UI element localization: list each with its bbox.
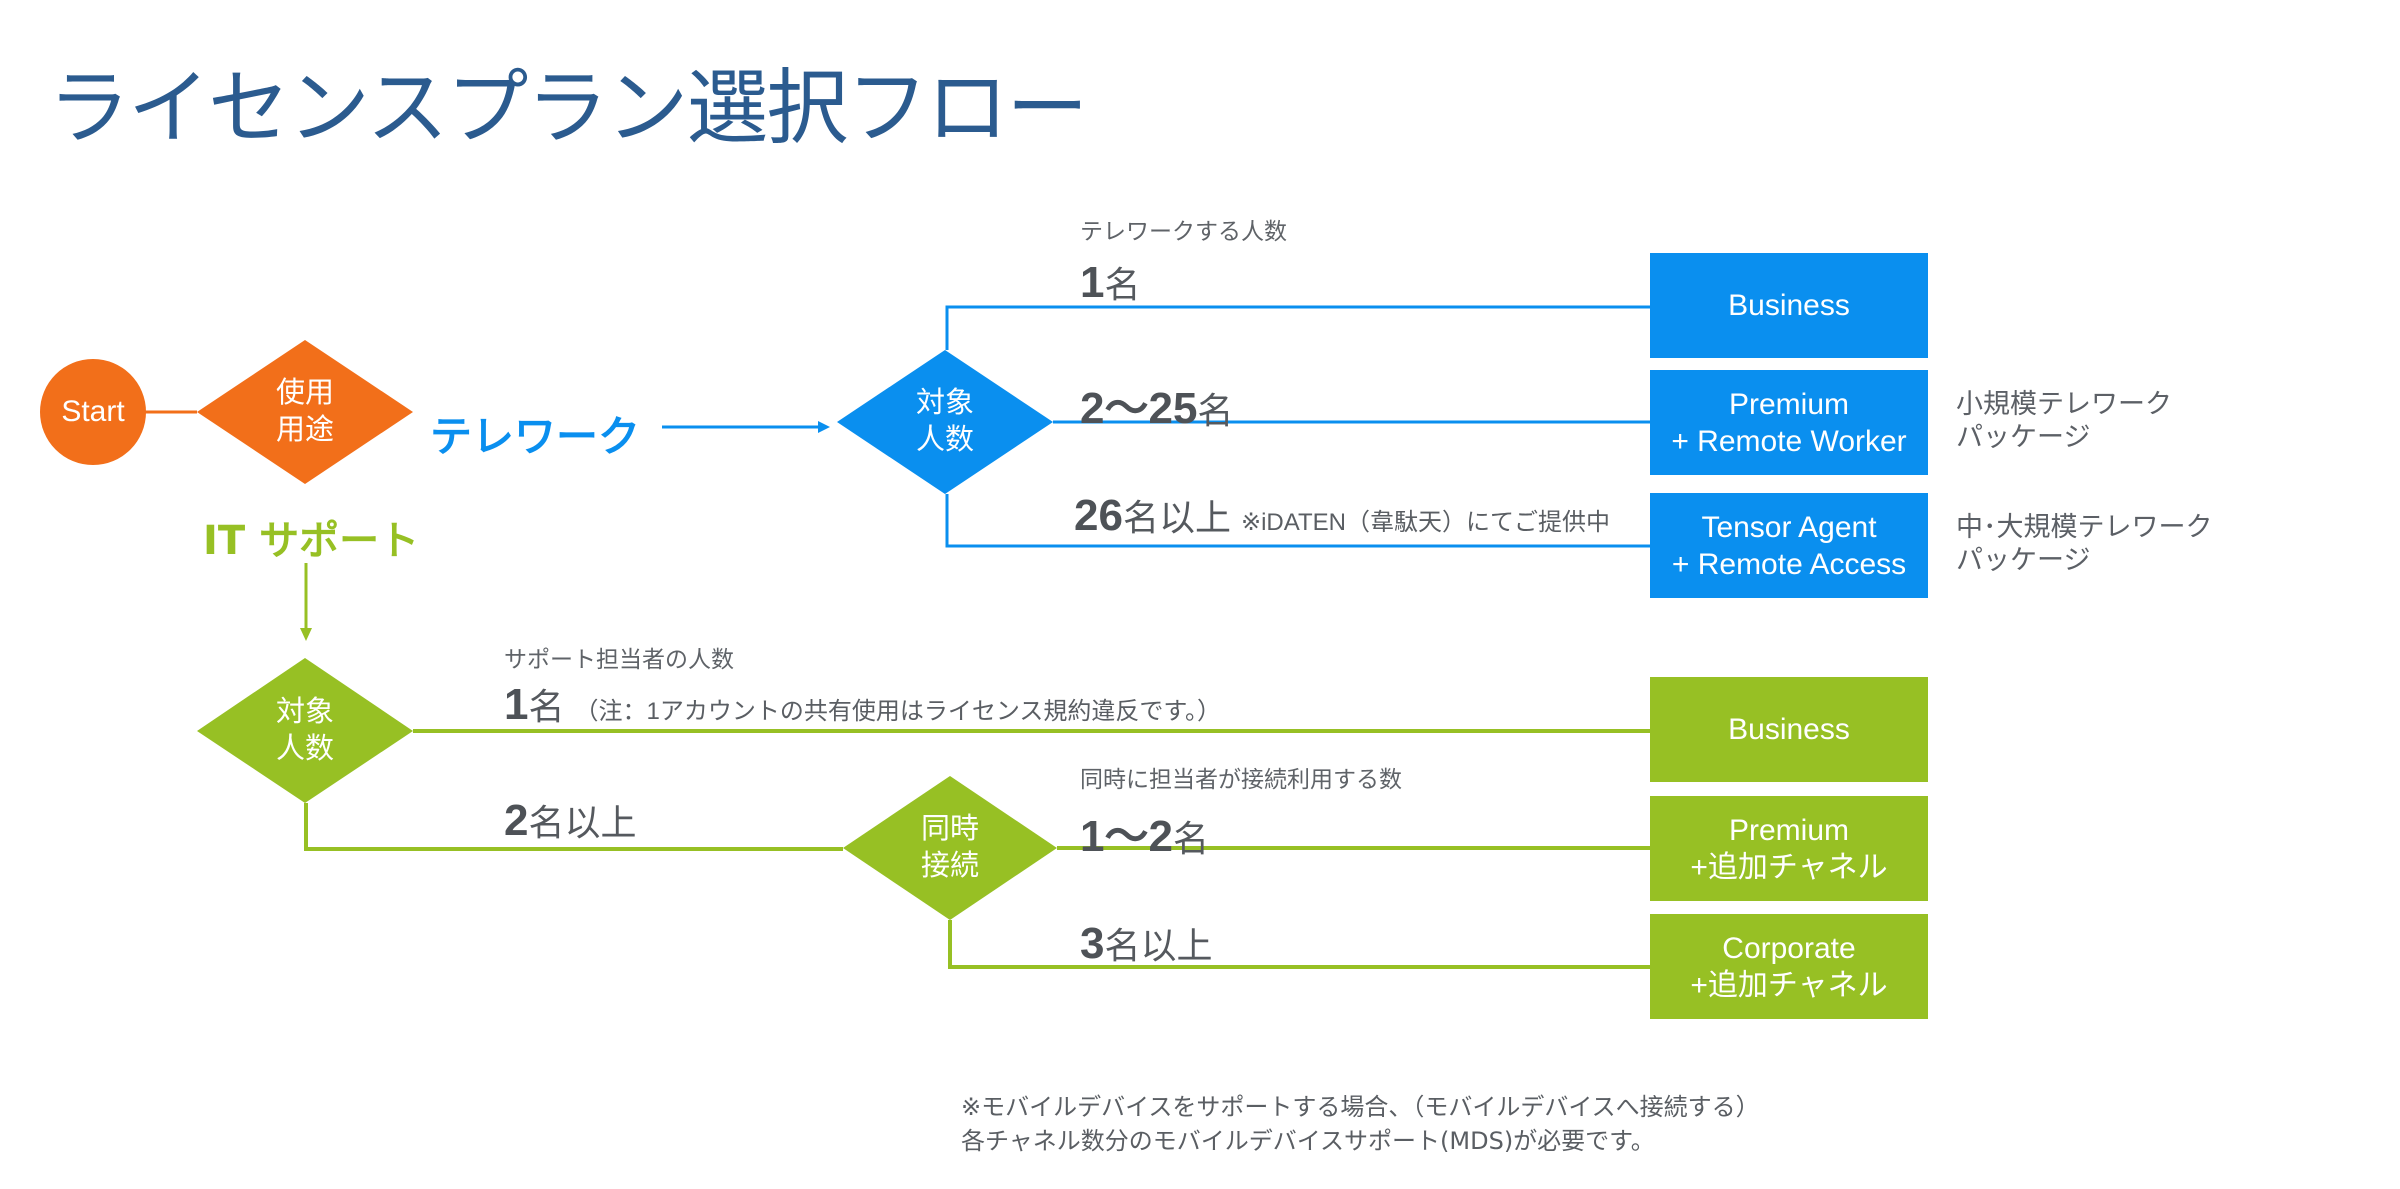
branch-number: 26 [1074,491,1123,540]
branch-unit: 名 [1172,818,1209,859]
it-branch-2-line [304,803,843,851]
branch-number: 2〜25 [1080,384,1198,433]
route-telework-label: テレワーク [430,412,641,461]
branch-number: 1 [1080,258,1105,307]
plan-telework-tensor-agent-remote-access: Tensor Agent + Remote Access [1650,493,1928,598]
footnote: ※モバイルデバイスをサポートする場合、（モバイルデバイスへ接続する） 各チャネル… [961,1093,1760,1155]
it-decision-shape [197,658,413,803]
side-note-large-telework: 中･大規模テレワーク パッケージ [1956,512,2213,576]
branch-unit: 名以上 [1122,497,1231,538]
telework-decision-shape [837,350,1053,494]
telework-arrow-head [818,421,830,433]
concurrent-branch-1-label: 1〜2名 [1080,800,1209,864]
usage-decision-shape [197,340,413,484]
it-decision-label: 対象 人数 [275,694,334,765]
plan-it-corporate-channel: Corporate +追加チャネル [1650,914,1928,1019]
telework-branch-3-label: 26名以上 ※iDATEN（韋駄天）にてご提供中 [1074,489,1610,541]
telework-caption: テレワークする人数 [1080,219,1287,245]
branch-unit: 名 [1197,390,1234,431]
plan-it-premium-channel: Premium +追加チャネル [1650,796,1928,901]
branch-number: 1 [504,680,529,729]
branch-unit: 名 [1104,264,1141,305]
it-support-arrow-head [300,628,312,641]
branch-unit: 名以上 [1104,925,1213,966]
it-branch-1-label: 1名 （注：1アカウントの共有使用はライセンス規約違反です。） [504,678,1221,730]
it-branch-2-label: 2名以上 [504,794,637,846]
branch-unit: 名以上 [528,802,637,843]
telework-decision-label: 対象 人数 [915,385,974,456]
concurrent-decision-shape [843,776,1057,920]
plan-it-business: Business [1650,677,1928,782]
concurrent-caption: 同時に担当者が接続利用する数 [1080,767,1402,793]
usage-decision-label: 使用 用途 [275,375,334,446]
concurrent-decision-label: 同時 接続 [920,811,979,882]
plan-telework-premium-remote-worker: Premium + Remote Worker [1650,370,1928,475]
page-title: ライセンスプラン選択フロー [48,61,1088,156]
branch-number: 1〜2 [1080,812,1173,861]
plan-telework-business: Business [1650,253,1928,358]
branch-number: 2 [504,796,529,845]
concurrent-branch-2-label: 3名以上 [1080,917,1213,969]
start-node-shape [40,359,146,465]
concurrent-branch-2-line [948,920,1650,969]
start-node: Start [61,395,125,428]
telework-branch-2-label: 2〜25名 [1080,372,1233,436]
branch-unit: 名 [528,686,565,727]
telework-branch-1-line [945,305,1650,350]
side-note-small-telework: 小規模テレワーク パッケージ [1956,389,2172,453]
telework-branch-3-line [945,494,1650,548]
it-caption: サポート担当者の人数 [504,647,734,673]
route-it-support-label: IT サポート [203,518,420,564]
branch-note: （注：1アカウントの共有使用はライセンス規約違反です。） [574,698,1221,725]
telework-branch-1-label: 1名 [1080,256,1141,308]
branch-note: ※iDATEN（韋駄天）にてご提供中 [1240,509,1610,536]
branch-number: 3 [1080,919,1105,968]
